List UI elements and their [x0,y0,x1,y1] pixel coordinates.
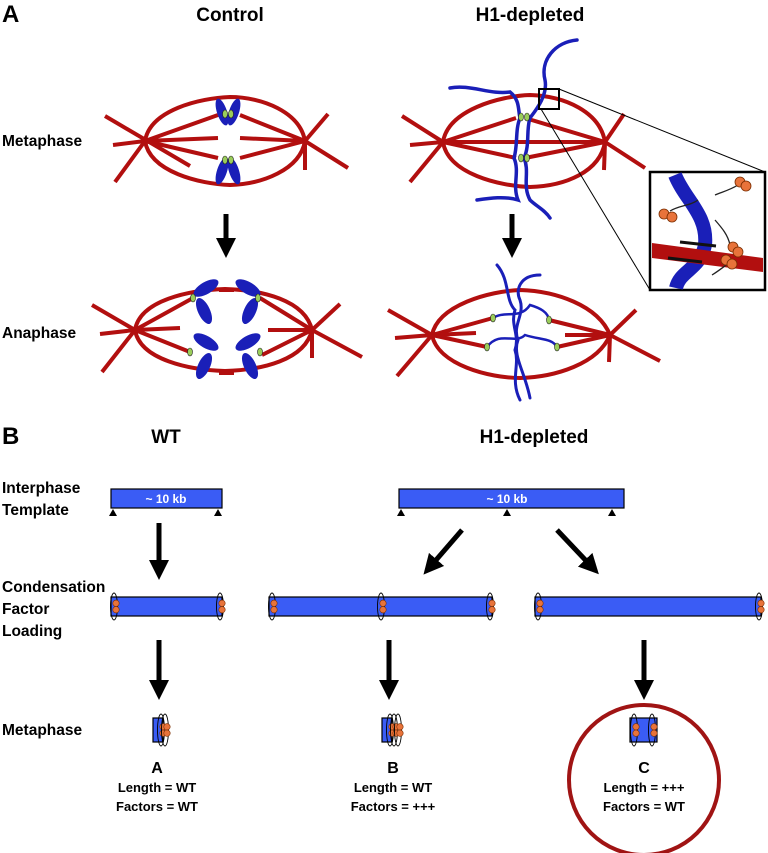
condensin-site-icon [486,592,496,621]
metaphase-outcomes [152,713,658,747]
outcome-a-factors: Factors = WT [116,799,198,814]
site-marker-icon [214,509,222,516]
site-marker-icon [397,509,405,516]
zoom-callout-line [540,108,651,291]
outcome-c-label: C [638,760,650,777]
arrow-diagonal-icon [555,528,599,575]
h1-loaded-bar-b [268,596,493,617]
condensin-site-icon [268,592,278,621]
stage-interphase-line2: Template [2,502,69,519]
wt-loaded-bar [110,596,223,617]
outcome-c-length: Length = +++ [604,780,685,795]
chromosome-pair [215,98,241,185]
condensin-site-icon [630,713,640,747]
h1-template-bar: ~ 10 kb [397,488,625,516]
column-control-title: Control [196,5,264,26]
outcome-c-chromosome [629,717,658,743]
condensation-loading-bars [110,592,765,621]
decondensed-chromatin [448,38,579,220]
outcome-b-length: Length = WT [354,780,432,795]
row-anaphase-label: Anaphase [2,325,76,342]
stage-interphase-line1: Interphase [2,480,81,497]
site-marker-icon [109,509,117,516]
panel-b-label: B [2,423,19,450]
site-marker-icon [503,509,511,516]
row-metaphase-label: Metaphase [2,133,82,150]
stage-loading-line3: Loading [2,623,62,640]
template-length-label: ~ 10 kb [486,492,527,506]
h1-depleted-anaphase-spindle [387,263,661,402]
template-length-label: ~ 10 kb [145,492,186,506]
outcome-b-factors: Factors = +++ [351,799,436,814]
outcome-c-factors: Factors = WT [603,799,685,814]
condensin-site-icon [110,592,120,621]
condensin-site-icon [394,713,404,747]
separating-chromatids [187,279,263,379]
wt-template-bar: ~ 10 kb [109,488,223,516]
condensin-site-icon [648,713,658,747]
control-metaphase-spindle [103,94,350,188]
column-h1-depleted-title: H1-depleted [476,5,585,26]
cohesin-inset [648,170,767,292]
arrow-diagonal-icon [423,528,464,575]
outcome-a-label: A [151,760,163,777]
stage-loading-line1: Condensation [2,579,105,596]
outcome-b-label: B [387,760,399,777]
tangled-chromatin [485,263,559,402]
column-h1-depleted-b-title: H1-depleted [480,427,589,448]
outcome-a-length: Length = WT [118,780,196,795]
panel-a-label: A [2,1,19,28]
h1-depleted-metaphase-spindle [400,38,766,291]
control-anaphase-spindle [90,279,363,379]
condensin-site-icon [161,713,171,747]
stage-loading-line2: Factor [2,601,49,618]
condensin-site-icon [377,592,387,621]
condensin-site-icon [534,592,544,621]
column-wt-title: WT [151,427,181,448]
zoom-callout-line [558,88,766,173]
zoom-region-box [538,88,560,110]
stage-metaphase: Metaphase [2,722,82,739]
highlight-circle [567,703,721,853]
condensin-site-icon [755,592,765,621]
site-marker-icon [608,509,616,516]
condensin-site-icon [216,592,226,621]
h1-loaded-bar-c [534,596,762,617]
